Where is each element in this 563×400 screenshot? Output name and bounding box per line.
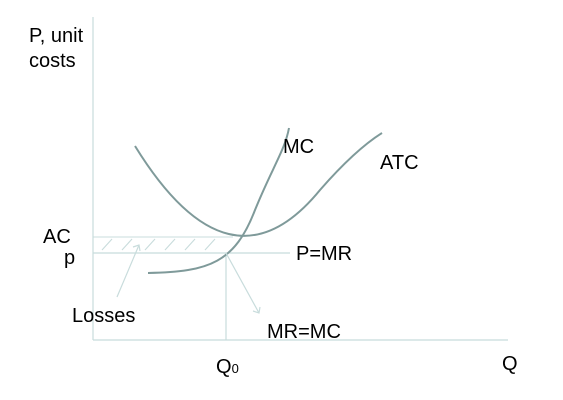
losses-arrow	[116, 244, 140, 298]
atc-label: ATC	[380, 152, 419, 174]
mc-label: MC	[283, 136, 314, 158]
ac-label: AC	[43, 226, 71, 248]
hatch-line	[204, 238, 216, 251]
mc-curve	[147, 127, 290, 274]
mr-mc-arrow-head	[252, 306, 261, 314]
mr-mc-arrow	[225, 252, 260, 314]
hatch-line	[164, 238, 176, 251]
x-axis-label: Q	[502, 353, 518, 375]
q0-base: Q	[216, 356, 232, 378]
q0-subscript: 0	[232, 361, 239, 376]
atc-curve	[134, 132, 383, 237]
hatch-line	[101, 238, 113, 251]
losses-label: Losses	[72, 305, 135, 327]
p-mr-label: P=MR	[296, 243, 352, 265]
y-axis-label-line1: P, unit	[29, 25, 84, 47]
hatch-line	[121, 238, 133, 251]
q0-label: Q0	[216, 356, 239, 378]
y-axis-label-line2: costs	[29, 50, 76, 72]
p-label: p	[64, 247, 75, 269]
hatch-line	[144, 238, 156, 251]
losses-arrow-head	[132, 244, 141, 252]
hatch-line	[184, 238, 196, 251]
losses-area	[93, 236, 233, 251]
mr-mc-label: MR=MC	[267, 321, 341, 343]
